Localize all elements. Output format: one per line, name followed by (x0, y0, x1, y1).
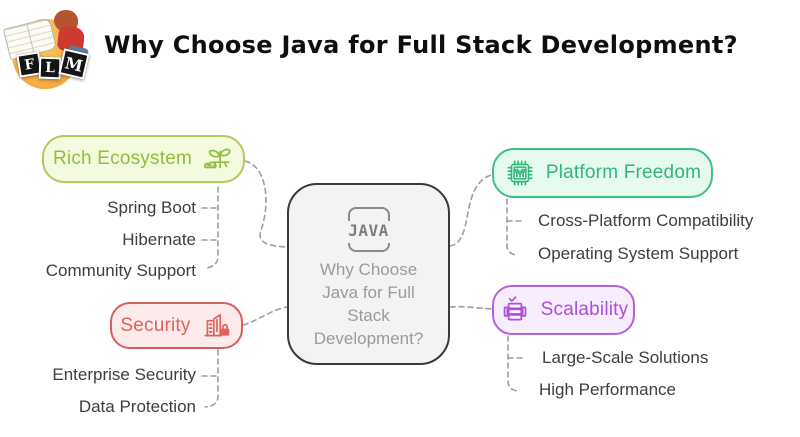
branch-item: Hibernate (122, 230, 196, 249)
node-platform-freedom: Platform Freedom (492, 148, 713, 198)
central-text-line: Development? (313, 329, 424, 348)
connector-security-to-center (242, 306, 288, 326)
java-badge-text: JAVA (348, 221, 389, 240)
central-node-text: Why Choose Java for Full Stack Developme… (289, 258, 448, 350)
branch-item: Enterprise Security (52, 365, 196, 384)
branch-item: Data Protection (78, 397, 196, 416)
page-title: Why Choose Java for Full Stack Developme… (104, 31, 738, 59)
node-label: Platform Freedom (545, 162, 702, 183)
branch-item: Spring Boot (107, 198, 196, 217)
node-label: Rich Ecosystem (52, 148, 192, 169)
java-badge-top-bracket (347, 207, 390, 221)
book-spine (26, 24, 35, 54)
plant-sprout-icon (202, 143, 234, 175)
building-lock-icon (201, 310, 233, 342)
node-scalability: Scalability (492, 285, 635, 335)
connector-rich-items (204, 186, 219, 269)
node-label: Security (120, 314, 191, 336)
branch-item: Community Support (45, 261, 196, 280)
connector-security-items (204, 349, 219, 408)
server-stack-icon (499, 294, 531, 326)
central-text-line: Java for Full (322, 283, 415, 302)
node-security: Security (110, 302, 243, 349)
branch-item: High Performance (539, 380, 677, 399)
connector-center-to-platform (449, 174, 492, 247)
connector-rich-to-center (244, 160, 288, 248)
central-node: JAVA Why Choose Java for Full Stack Deve… (287, 183, 450, 365)
branch-item: Operating System Support (538, 244, 739, 263)
branch-item: Large-Scale Solutions (542, 348, 709, 367)
logo-letter-tile: M (58, 48, 90, 80)
node-label: Scalability (540, 299, 629, 320)
connector-center-to-scalability (449, 305, 492, 310)
java-badge-bottom-bracket (347, 243, 390, 252)
cpu-chip-icon (504, 157, 536, 189)
java-logo-icon: JAVA (345, 207, 393, 252)
node-rich-ecosystem: Rich Ecosystem (42, 135, 245, 183)
central-text-line: Stack (347, 306, 390, 325)
central-text-line: Why Choose (319, 260, 418, 279)
branch-item: Cross-Platform Compatibility (538, 211, 754, 230)
brand-logo: F L M (2, 6, 108, 94)
connector-scalability-items (507, 335, 519, 392)
connector-platform-items (506, 198, 518, 256)
logo-letter-tile: L (38, 56, 62, 80)
